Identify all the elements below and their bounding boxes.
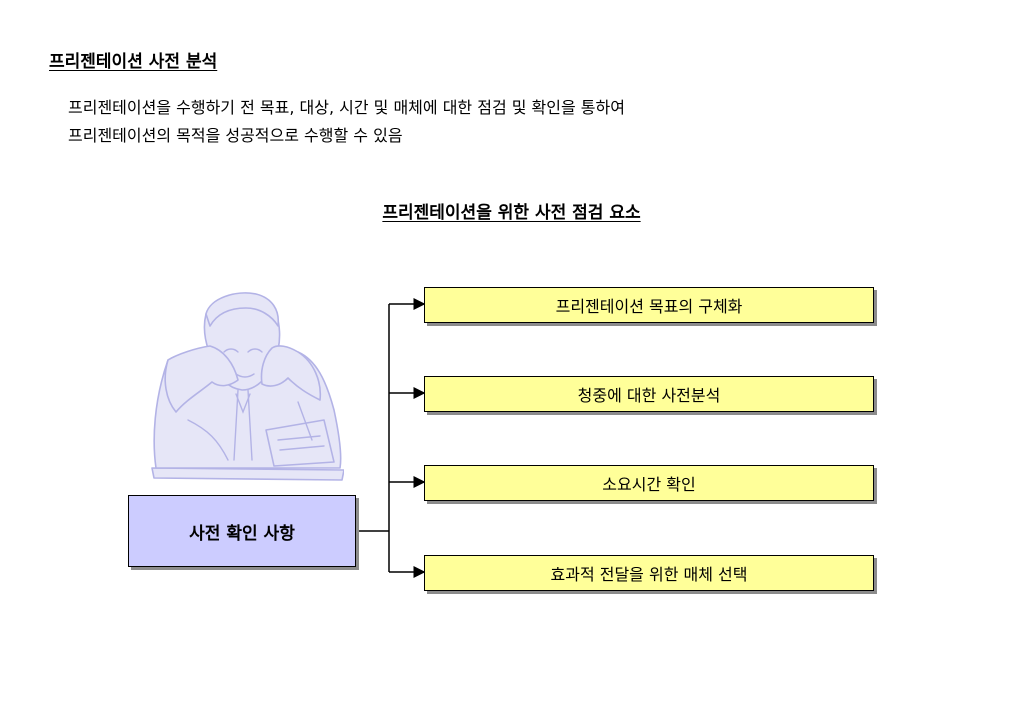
main-checkpoint-box: 사전 확인 사항 bbox=[128, 495, 356, 567]
thinking-man-illustration bbox=[151, 292, 344, 481]
page-heading: 프리젠테이션 사전 분석 bbox=[49, 52, 218, 72]
checkpoint-item-media: 효과적 전달을 위한 매체 선택 bbox=[424, 555, 874, 591]
intro-line-1: 프리젠테이션을 수행하기 전 목표, 대상, 시간 및 매체에 대한 점검 및 … bbox=[68, 98, 625, 117]
intro-line-2: 프리젠테이션의 목적을 성공적으로 수행할 수 있음 bbox=[68, 126, 403, 145]
checkpoint-item-time: 소요시간 확인 bbox=[424, 465, 874, 501]
checkpoint-item-goal: 프리젠테이션 목표의 구체화 bbox=[424, 287, 874, 323]
intro-text: 프리젠테이션을 수행하기 전 목표, 대상, 시간 및 매체에 대한 점검 및 … bbox=[68, 94, 625, 150]
diagram-title: 프리젠테이션을 위한 사전 점검 요소 bbox=[382, 203, 641, 223]
checkpoint-item-audience: 청중에 대한 사전분석 bbox=[424, 376, 874, 412]
